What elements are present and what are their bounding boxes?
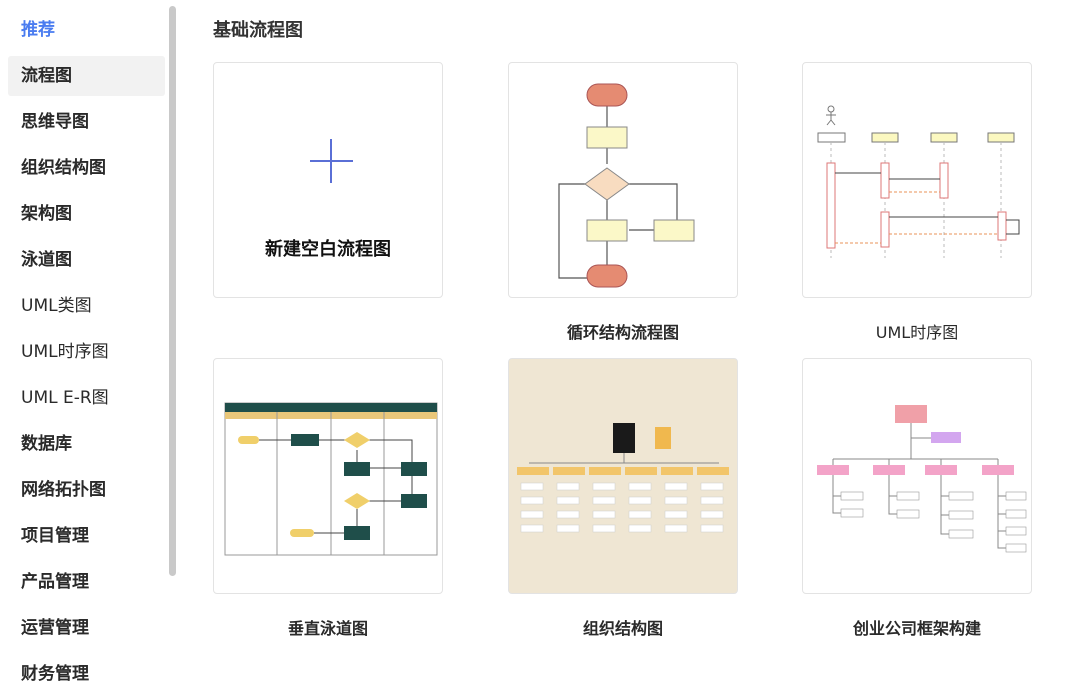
sidebar-scrollbar[interactable]	[169, 6, 176, 576]
sidebar-item-recommended[interactable]: 推荐	[21, 20, 55, 40]
sidebar-item-mindmap[interactable]: 思维导图	[21, 112, 89, 132]
template-card-org-chart[interactable]	[508, 358, 738, 594]
vertical-swimlane-thumbnail	[224, 402, 438, 556]
template-card-startup-framework[interactable]	[802, 358, 1032, 594]
sidebar-item-architecture[interactable]: 架构图	[21, 204, 72, 224]
sidebar-item-uml-sequence[interactable]: UML时序图	[21, 342, 109, 362]
sidebar-item-product[interactable]: 产品管理	[21, 572, 89, 592]
org-chart-thumbnail	[517, 423, 729, 533]
template-label-startup-framework[interactable]: 创业公司框架构建	[852, 619, 981, 638]
plus-icon	[310, 139, 353, 183]
uml-sequence-thumbnail	[817, 105, 1020, 258]
template-card-uml-sequence[interactable]	[802, 62, 1032, 298]
template-label-vertical-swimlane[interactable]: 垂直泳道图	[287, 619, 368, 638]
sidebar: 推荐 流程图 思维导图 组织结构图 架构图 泳道图 UML类图 UML时序图 U…	[0, 0, 180, 684]
sidebar-item-flowchart[interactable]: 流程图	[8, 56, 165, 96]
startup-framework-thumbnail	[817, 405, 1027, 553]
new-blank-flowchart-card[interactable]: 新建空白流程图	[213, 62, 443, 298]
sidebar-item-project[interactable]: 项目管理	[21, 526, 89, 546]
sidebar-item-operations[interactable]: 运营管理	[21, 618, 89, 638]
sidebar-item-network[interactable]: 网络拓扑图	[21, 480, 106, 500]
template-card-vertical-swimlane[interactable]	[213, 358, 443, 594]
section-title: 基础流程图	[213, 20, 303, 41]
sidebar-item-finance[interactable]: 财务管理	[21, 664, 89, 684]
sidebar-item-database[interactable]: 数据库	[21, 434, 72, 454]
sidebar-item-org-chart[interactable]: 组织结构图	[21, 158, 106, 178]
template-card-loop-flowchart[interactable]	[508, 62, 738, 298]
loop-flowchart-thumbnail	[558, 83, 695, 288]
template-label-loop-flowchart[interactable]: 循环结构流程图	[566, 323, 679, 342]
sidebar-item-uml-er[interactable]: UML E-R图	[21, 388, 109, 408]
template-label-uml-sequence[interactable]: UML时序图	[875, 323, 959, 342]
sidebar-item-swimlane[interactable]: 泳道图	[21, 250, 72, 270]
template-label-org-chart[interactable]: 组织结构图	[582, 619, 663, 638]
new-blank-label: 新建空白流程图	[265, 239, 391, 260]
sidebar-item-uml-class[interactable]: UML类图	[21, 296, 92, 316]
